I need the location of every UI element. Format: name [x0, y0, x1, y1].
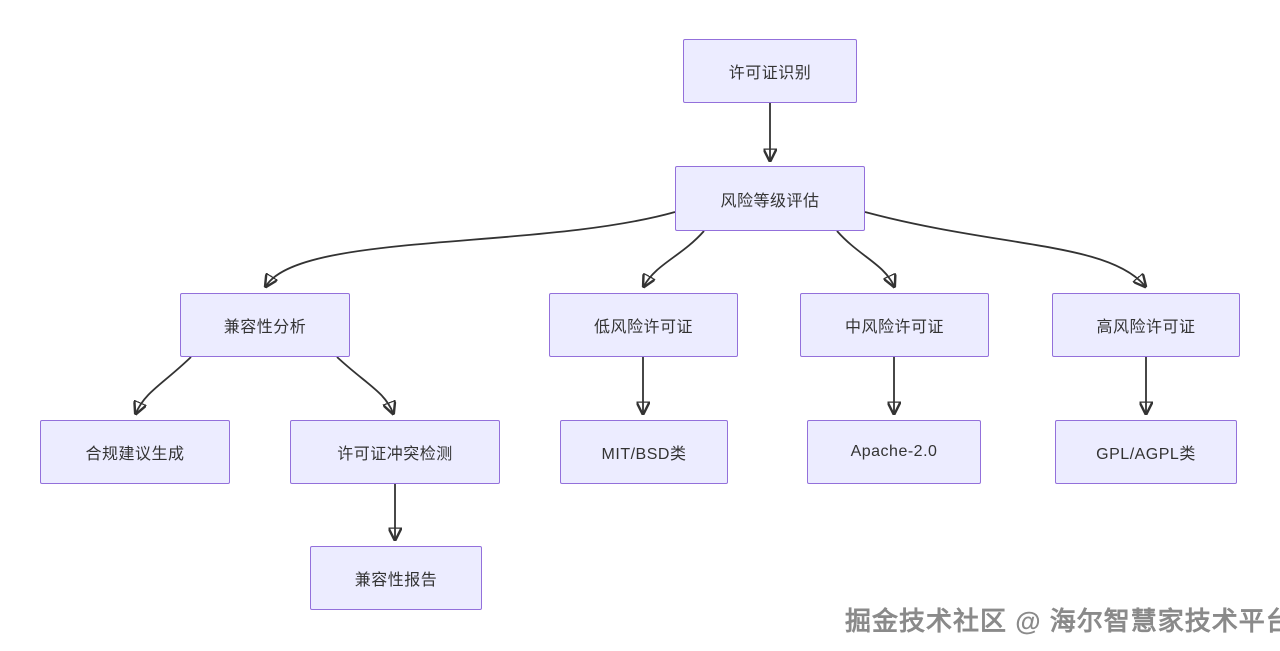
- edge-compatibility-analysis-to-compliance-recommendation: [136, 356, 192, 413]
- edge-risk-assessment-to-compatibility-analysis: [266, 211, 676, 286]
- node-compatibility-report: 兼容性报告: [310, 546, 482, 610]
- edge-risk-assessment-to-high-risk: [864, 211, 1145, 286]
- node-apache-2-0: Apache-2.0: [807, 420, 981, 484]
- node-compatibility-analysis: 兼容性分析: [180, 293, 350, 357]
- node-gpl-agpl-class: GPL/AGPL类: [1055, 420, 1237, 484]
- node-medium-risk-license: 中风险许可证: [800, 293, 989, 357]
- node-license-identification: 许可证识别: [683, 39, 857, 103]
- node-high-risk-license: 高风险许可证: [1052, 293, 1240, 357]
- edge-risk-assessment-to-medium-risk: [836, 230, 894, 286]
- edge-risk-assessment-to-low-risk: [644, 230, 705, 286]
- node-license-conflict-detection: 许可证冲突检测: [290, 420, 500, 484]
- node-low-risk-license: 低风险许可证: [549, 293, 738, 357]
- node-compliance-recommendation: 合规建议生成: [40, 420, 230, 484]
- watermark-text: 掘金技术社区 @ 海尔智慧家技术平台: [845, 606, 1280, 636]
- node-mit-bsd-class: MIT/BSD类: [560, 420, 728, 484]
- node-risk-level-assessment: 风险等级评估: [675, 166, 865, 231]
- edge-compatibility-analysis-to-conflict-detection: [336, 356, 393, 413]
